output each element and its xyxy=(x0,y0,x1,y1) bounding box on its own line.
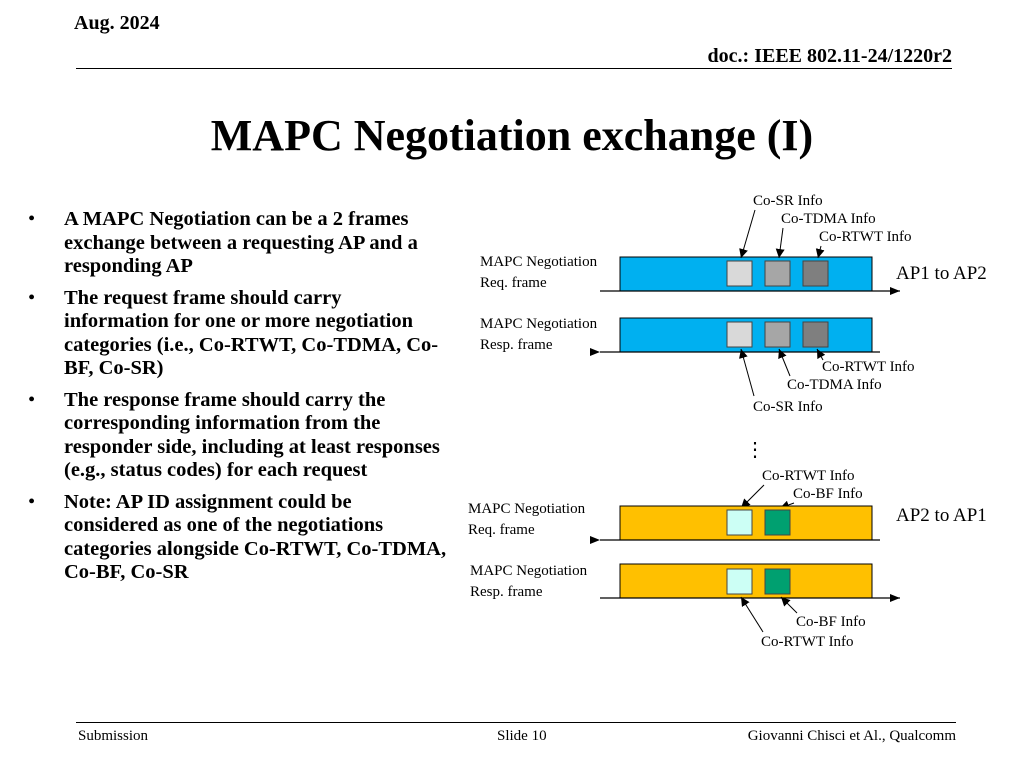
bullet-item: • The request frame should carry informat… xyxy=(28,287,448,381)
group2-top-label-bf: Co-BF Info xyxy=(793,486,863,502)
group2-pointer xyxy=(740,596,764,633)
bullet-text: The response frame should carry the corr… xyxy=(64,388,440,482)
group1-resp-block-3 xyxy=(802,321,829,348)
group2-req-label-line1: MAPC Negotiation xyxy=(468,501,586,517)
group1-bottom-label-rtwt: Co-RTWT Info xyxy=(822,359,915,375)
bullet-item: • Note: AP ID assignment could be conside… xyxy=(28,491,448,585)
group1-resp-label-line1: MAPC Negotiation xyxy=(480,316,598,332)
group2-bottom-label-bf: Co-BF Info xyxy=(796,614,866,630)
bullet-dot-icon: • xyxy=(28,490,36,513)
bullet-dot-icon: • xyxy=(28,388,36,411)
group1-pointer xyxy=(816,348,826,361)
group1-bottom-label-tdma: Co-TDMA Info xyxy=(787,377,882,393)
group1-req-label-line2: Req. frame xyxy=(480,275,547,291)
bullet-text: A MAPC Negotiation can be a 2 frames exc… xyxy=(64,208,418,277)
footer-slide-number: Slide 10 xyxy=(497,728,547,744)
footer-submission: Submission xyxy=(78,728,149,744)
footer-rule xyxy=(76,722,956,723)
group1-pointer xyxy=(815,245,825,259)
slide-title: MAPC Negotiation exchange (I) xyxy=(210,111,814,160)
header-rule xyxy=(76,68,952,69)
group1-pointer xyxy=(739,209,756,259)
header-date: Aug. 2024 xyxy=(74,12,160,34)
group2-pointer xyxy=(780,596,798,614)
group1-resp-block-1 xyxy=(726,321,753,348)
group1-resp-block-2 xyxy=(764,321,791,348)
diagram-ellipsis: ⋮ xyxy=(745,439,765,461)
bullet-item: • A MAPC Negotiation can be a 2 frames ex… xyxy=(28,208,448,279)
group1-pointer xyxy=(739,348,755,397)
group2-resp-block-2 xyxy=(764,568,791,595)
group1-pointer xyxy=(775,227,785,259)
group2-bottom-label-rtwt: Co-RTWT Info xyxy=(761,634,854,650)
bullet-dot-icon: • xyxy=(28,208,36,230)
group1-direction-label: AP1 to AP2 xyxy=(896,263,987,284)
group1-req-block-3 xyxy=(802,260,829,287)
group1-req-block-2 xyxy=(764,260,791,287)
header-doc-id: doc.: IEEE 802.11-24/1220r2 xyxy=(707,45,952,67)
group2-req-block-2 xyxy=(764,509,791,536)
bullet-list: • A MAPC Negotiation can be a 2 frames ex… xyxy=(28,208,448,593)
group1-top-label-sr: Co-SR Info xyxy=(753,193,823,209)
group1-pointer xyxy=(778,348,791,377)
group2-direction-label: AP2 to AP1 xyxy=(896,505,987,526)
group2-resp-block-1 xyxy=(726,568,753,595)
group2-pointer xyxy=(740,484,765,509)
bullet-dot-icon: • xyxy=(28,286,36,309)
bullet-text: Note: AP ID assignment could be consider… xyxy=(64,490,447,584)
bullet-item: • The response frame should carry the cor… xyxy=(28,389,448,483)
group1-bottom-label-sr: Co-SR Info xyxy=(753,399,823,415)
group2-top-label-rtwt: Co-RTWT Info xyxy=(762,468,855,484)
group1-top-label-rtwt: Co-RTWT Info xyxy=(819,229,912,245)
group2-diagram: Co-RTWT Info Co-BF Info MAPC Negotiation… xyxy=(468,468,987,650)
group2-resp-label-line1: MAPC Negotiation xyxy=(470,563,588,579)
bullet-text: The request frame should carry informati… xyxy=(64,286,439,380)
footer-authors: Giovanni Chisci et Al., Qualcomm xyxy=(747,728,956,744)
group2-req-block-1 xyxy=(726,509,753,536)
group1-resp-label-line2: Resp. frame xyxy=(480,337,553,353)
group1-req-block-1 xyxy=(726,260,753,287)
group1-top-label-tdma: Co-TDMA Info xyxy=(781,211,876,227)
group2-resp-label-line2: Resp. frame xyxy=(470,584,543,600)
group1-diagram: MAPC Negotiation Req. frame AP1 to AP2 C… xyxy=(480,193,987,415)
group1-req-label-line1: MAPC Negotiation xyxy=(480,254,598,270)
group2-req-label-line2: Req. frame xyxy=(468,522,535,538)
